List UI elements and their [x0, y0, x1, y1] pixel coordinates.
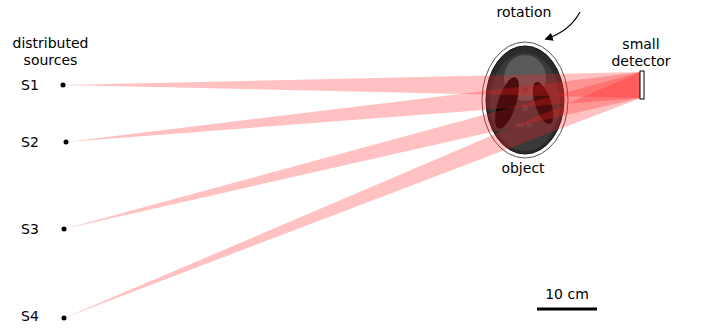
- motion-label: rotation: [497, 4, 552, 21]
- detector-symbol: [640, 71, 644, 99]
- x-ray-beams: [63, 72, 641, 318]
- source-label: S3: [21, 221, 39, 238]
- source-dot: [61, 83, 66, 88]
- beam: [64, 72, 641, 318]
- source-label: S4: [21, 308, 39, 325]
- source-dot: [64, 140, 69, 145]
- scale-label: 10 cm: [545, 286, 589, 303]
- group-label: distributed sources: [3, 35, 98, 69]
- source-dot: [62, 227, 67, 232]
- source-dots: [61, 83, 69, 321]
- source-label: S2: [21, 134, 39, 151]
- scale-bar: [537, 308, 597, 311]
- source-dot: [62, 316, 67, 321]
- object-label: object: [501, 160, 544, 177]
- detector-label: small detector: [601, 36, 681, 70]
- source-label: S1: [21, 77, 39, 94]
